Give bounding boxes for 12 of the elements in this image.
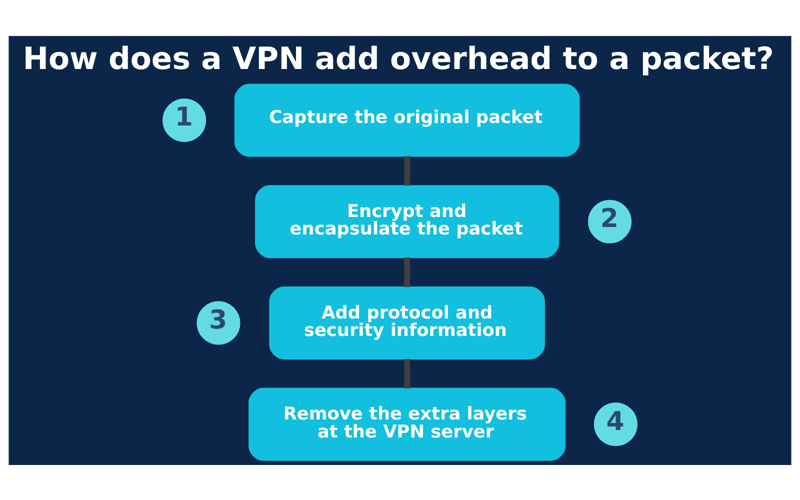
node-label: 1 <box>174 102 193 132</box>
diagram-title: How does a VPN add overhead to a packet? <box>22 41 774 76</box>
connector <box>404 257 410 287</box>
node-box: Add protocol and security information <box>269 286 545 360</box>
node-box: Encrypt and encapsulate the packet <box>255 184 560 258</box>
node-box: Remove the extra layers at the VPN server <box>248 387 566 460</box>
node-label: 3 <box>209 304 228 335</box>
node-label: 2 <box>600 204 618 234</box>
connector <box>404 156 410 186</box>
node-box: Capture the original packet <box>234 83 580 156</box>
node-label: 4 <box>606 406 624 436</box>
connector <box>404 358 410 388</box>
